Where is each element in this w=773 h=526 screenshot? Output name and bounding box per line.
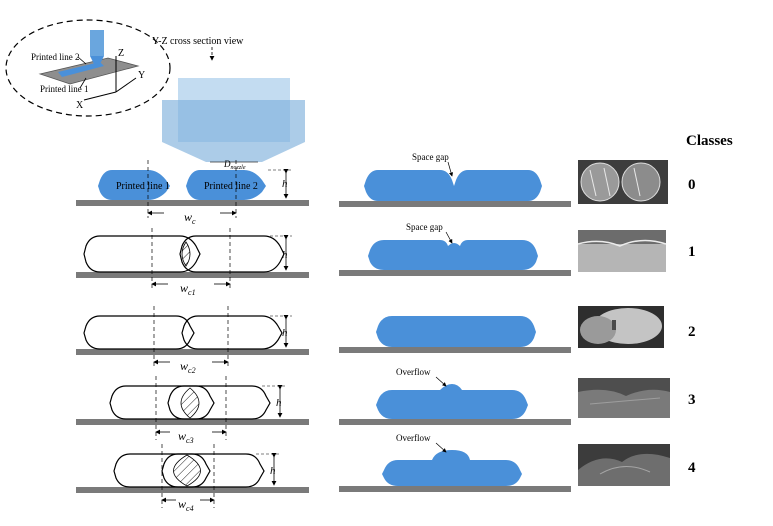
h-label: h [276, 397, 282, 409]
inset-x-label: X [76, 100, 84, 111]
printed-line-2-shape [186, 170, 266, 200]
cross-section-label: Y-Z cross section view [152, 36, 244, 47]
row-class-2: wc2 h 2 [76, 306, 696, 375]
substrate-left [76, 419, 309, 425]
micrograph [578, 378, 670, 418]
substrate-left [76, 349, 309, 355]
row-class-0: Printed line 1 Printed line 2 wc h Space… [76, 152, 696, 226]
inset-3d-view: Z Y X Printed line 2 Printed line 1 [5, 19, 171, 117]
nozzle-diameter-label: Dnozzle [223, 159, 246, 171]
classes-title: Classes [686, 133, 733, 149]
line-2-outline [167, 385, 271, 420]
micrograph [578, 306, 664, 348]
h-label: h [282, 249, 288, 261]
line-1-outline [83, 315, 195, 350]
substrate-mid [339, 201, 571, 207]
substrate-left [76, 200, 309, 206]
overlap-region [181, 241, 191, 267]
inset-y-label: Y [138, 70, 145, 81]
inset-ellipse [5, 19, 171, 117]
result-shape [376, 384, 528, 419]
line-2-outline [181, 315, 283, 350]
wc-label: wc4 [178, 497, 194, 513]
h-label: h [282, 327, 288, 339]
inset-x-axis [83, 91, 117, 101]
substrate-mid [339, 347, 571, 353]
wc-label: wc [184, 210, 196, 226]
wc-label: wc1 [180, 281, 196, 297]
annotation-arrow [435, 442, 447, 453]
result-shape [368, 240, 538, 270]
inset-leader-2 [77, 56, 87, 65]
printed-line-1-shape [98, 170, 170, 200]
wc-label: wc3 [178, 429, 194, 445]
annotation-label: Space gap [412, 152, 449, 162]
line-1-outline [83, 235, 201, 273]
class-number: 4 [688, 460, 696, 476]
row-class-1: wc1 h Space gap 1 [76, 222, 696, 297]
class-number: 3 [688, 392, 696, 408]
substrate-left [76, 272, 309, 278]
substrate-mid [339, 419, 571, 425]
printed-line-1-label: Printed line 1 [116, 181, 170, 192]
nozzle-body-top [178, 78, 290, 100]
annotation-label: Overflow [396, 367, 431, 377]
micrograph [578, 444, 670, 486]
line-2-outline [161, 453, 265, 488]
h-label: h [282, 178, 288, 190]
nozzle-core [178, 100, 290, 142]
line-2-outline [179, 235, 285, 273]
nozzle: Dnozzle [162, 78, 305, 171]
annotation-label: Space gap [406, 222, 443, 232]
wc-label: wc2 [180, 359, 196, 375]
micrograph [578, 160, 668, 204]
overlap-region [180, 387, 200, 419]
substrate-mid [339, 270, 571, 276]
result-shape [376, 316, 536, 347]
inset-printed-line-1-label: Printed line 1 [40, 84, 89, 94]
inset-y-axis [115, 77, 137, 93]
overlap-region [173, 454, 201, 487]
annotation-arrow [447, 161, 454, 177]
h-label: h [270, 465, 276, 477]
annotation-arrow [435, 376, 447, 387]
printed-line-2-label: Printed line 2 [204, 181, 258, 192]
inset-z-label: Z [118, 48, 124, 59]
inset-nozzle-tip [90, 56, 104, 66]
inset-printed-line-2-label: Printed line 2 [31, 52, 80, 62]
substrate-left [76, 487, 309, 493]
row-class-4: wc4 h Overflow 4 [76, 433, 696, 513]
substrate-mid [339, 486, 571, 492]
result-shape [382, 450, 522, 486]
result-shape [364, 170, 542, 201]
class-number: 0 [688, 177, 696, 193]
class-number: 2 [688, 324, 696, 340]
row-class-3: wc3 h Overflow 3 [76, 367, 696, 445]
annotation-arrow [445, 231, 453, 244]
inset-leader-1 [79, 77, 87, 89]
inset-printed-lines [58, 62, 104, 77]
inset-nozzle [90, 30, 104, 56]
annotation-label: Overflow [396, 433, 431, 443]
class-number: 1 [688, 244, 696, 260]
micrograph [577, 230, 667, 272]
